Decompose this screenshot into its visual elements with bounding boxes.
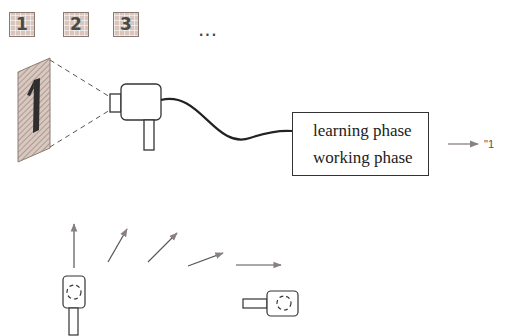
camera bbox=[110, 84, 161, 150]
process-box: learning phaseworking phase bbox=[292, 112, 429, 176]
number-tile: 1 bbox=[9, 12, 35, 37]
tile-number: 1 bbox=[16, 16, 28, 33]
phase-label: working phase bbox=[313, 144, 420, 171]
camera-right bbox=[243, 291, 298, 316]
phase-label: learning phase bbox=[313, 117, 420, 144]
number-tile: 3 bbox=[113, 12, 139, 37]
tile-number: 3 bbox=[120, 16, 132, 33]
direction-arrows bbox=[74, 224, 281, 268]
camera-up bbox=[63, 276, 85, 335]
output-value: "1 bbox=[484, 138, 494, 150]
output-arrow bbox=[448, 143, 478, 144]
tile-number: 2 bbox=[70, 16, 82, 33]
cable bbox=[161, 99, 292, 140]
number-tile: 2 bbox=[63, 12, 89, 37]
view-cone bbox=[50, 60, 110, 147]
ellipsis: ... bbox=[198, 17, 217, 41]
image-plane bbox=[18, 58, 50, 162]
